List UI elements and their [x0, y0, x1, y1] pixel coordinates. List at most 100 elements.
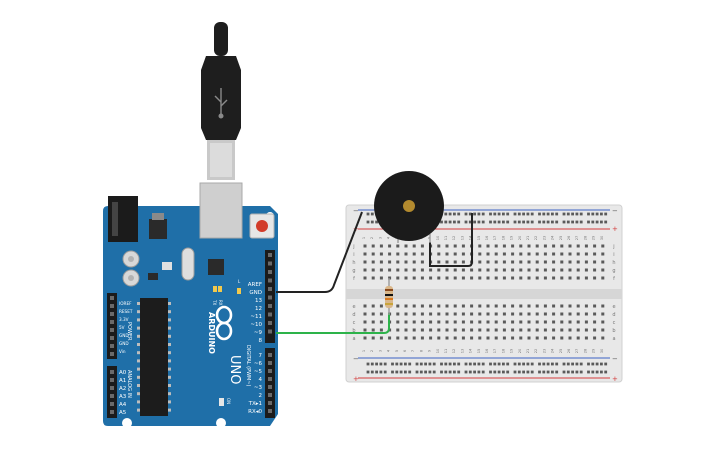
- breadboard-hole[interactable]: [494, 312, 498, 316]
- piezo-buzzer[interactable]: [374, 171, 444, 243]
- rail-hole[interactable]: [366, 362, 370, 366]
- header-pin[interactable]: [110, 328, 114, 332]
- breadboard-hole[interactable]: [363, 276, 367, 280]
- rail-hole[interactable]: [526, 220, 530, 224]
- rail-hole[interactable]: [571, 220, 574, 224]
- breadboard-hole[interactable]: [412, 328, 416, 332]
- breadboard-hole[interactable]: [560, 276, 564, 280]
- rail-hole[interactable]: [546, 362, 550, 366]
- breadboard-hole[interactable]: [461, 312, 465, 316]
- rail-hole[interactable]: [595, 370, 599, 374]
- signal-wire-pin9[interactable]: [276, 313, 390, 334]
- breadboard-hole[interactable]: [453, 268, 457, 272]
- rail-hole[interactable]: [415, 370, 419, 374]
- breadboard-hole[interactable]: [363, 268, 367, 272]
- breadboard-hole[interactable]: [363, 252, 367, 256]
- breadboard-hole[interactable]: [552, 252, 556, 256]
- breadboard-hole[interactable]: [543, 312, 547, 316]
- breadboard-hole[interactable]: [543, 244, 547, 248]
- rail-hole[interactable]: [571, 370, 574, 374]
- rail-hole[interactable]: [575, 362, 579, 366]
- rail-hole[interactable]: [444, 220, 448, 224]
- breadboard-hole[interactable]: [388, 336, 392, 340]
- breadboard-hole[interactable]: [502, 328, 506, 332]
- rail-hole[interactable]: [375, 220, 378, 224]
- rail-hole[interactable]: [562, 220, 566, 224]
- breadboard-hole[interactable]: [519, 276, 523, 280]
- breadboard-hole[interactable]: [486, 260, 490, 264]
- breadboard-hole[interactable]: [535, 244, 539, 248]
- breadboard-hole[interactable]: [470, 336, 474, 340]
- digital-header-bottom[interactable]: [265, 348, 275, 418]
- rail-hole[interactable]: [526, 362, 530, 366]
- breadboard-hole[interactable]: [412, 268, 416, 272]
- breadboard-hole[interactable]: [511, 252, 515, 256]
- rail-hole[interactable]: [419, 370, 423, 374]
- rail-hole[interactable]: [566, 362, 570, 366]
- breadboard-hole[interactable]: [420, 268, 424, 272]
- rail-hole[interactable]: [370, 220, 374, 224]
- rail-hole[interactable]: [493, 362, 497, 366]
- rail-hole[interactable]: [538, 220, 541, 224]
- rail-hole[interactable]: [370, 362, 374, 366]
- breadboard-hole[interactable]: [363, 320, 367, 324]
- breadboard-hole[interactable]: [502, 312, 506, 316]
- rail-hole[interactable]: [502, 370, 505, 374]
- rail-hole[interactable]: [481, 212, 485, 216]
- breadboard-hole[interactable]: [470, 320, 474, 324]
- rail-hole[interactable]: [424, 370, 427, 374]
- header-pin[interactable]: [110, 394, 114, 398]
- breadboard-hole[interactable]: [494, 328, 498, 332]
- breadboard-hole[interactable]: [396, 252, 400, 256]
- breadboard-hole[interactable]: [478, 260, 482, 264]
- header-pin[interactable]: [268, 353, 272, 357]
- breadboard-hole[interactable]: [502, 276, 506, 280]
- rail-hole[interactable]: [555, 212, 559, 216]
- breadboard-hole[interactable]: [461, 260, 465, 264]
- breadboard-hole[interactable]: [543, 260, 547, 264]
- rail-hole[interactable]: [526, 370, 530, 374]
- breadboard-hole[interactable]: [568, 260, 572, 264]
- rail-hole[interactable]: [428, 370, 432, 374]
- breadboard-hole[interactable]: [404, 244, 408, 248]
- breadboard-hole[interactable]: [494, 244, 498, 248]
- breadboard-hole[interactable]: [601, 304, 605, 308]
- breadboard-hole[interactable]: [486, 304, 490, 308]
- rail-hole[interactable]: [502, 220, 505, 224]
- rail-hole[interactable]: [587, 212, 590, 216]
- breadboard-hole[interactable]: [371, 268, 375, 272]
- breadboard-hole[interactable]: [420, 252, 424, 256]
- rail-hole[interactable]: [546, 370, 550, 374]
- breadboard-hole[interactable]: [379, 304, 383, 308]
- rail-hole[interactable]: [428, 362, 432, 366]
- rail-hole[interactable]: [530, 220, 534, 224]
- breadboard-hole[interactable]: [371, 320, 375, 324]
- rail-hole[interactable]: [517, 220, 521, 224]
- breadboard-hole[interactable]: [420, 336, 424, 340]
- header-pin[interactable]: [268, 321, 272, 325]
- breadboard-hole[interactable]: [511, 328, 515, 332]
- rail-hole[interactable]: [575, 220, 579, 224]
- breadboard-hole[interactable]: [527, 268, 531, 272]
- breadboard-hole[interactable]: [412, 244, 416, 248]
- breadboard-hole[interactable]: [445, 260, 449, 264]
- rail-hole[interactable]: [448, 362, 452, 366]
- breadboard-hole[interactable]: [552, 260, 556, 264]
- breadboard-hole[interactable]: [404, 304, 408, 308]
- rail-hole[interactable]: [562, 370, 566, 374]
- header-pin[interactable]: [110, 312, 114, 316]
- breadboard-hole[interactable]: [552, 268, 556, 272]
- breadboard-hole[interactable]: [593, 320, 597, 324]
- breadboard-hole[interactable]: [543, 336, 547, 340]
- breadboard-hole[interactable]: [527, 320, 531, 324]
- breadboard-hole[interactable]: [396, 276, 400, 280]
- header-pin[interactable]: [268, 393, 272, 397]
- rail-hole[interactable]: [566, 212, 570, 216]
- rail-hole[interactable]: [579, 212, 583, 216]
- breadboard-hole[interactable]: [494, 268, 498, 272]
- breadboard-hole[interactable]: [404, 252, 408, 256]
- breadboard-hole[interactable]: [437, 320, 441, 324]
- rail-hole[interactable]: [468, 220, 472, 224]
- breadboard-hole[interactable]: [576, 252, 580, 256]
- breadboard-hole[interactable]: [379, 260, 383, 264]
